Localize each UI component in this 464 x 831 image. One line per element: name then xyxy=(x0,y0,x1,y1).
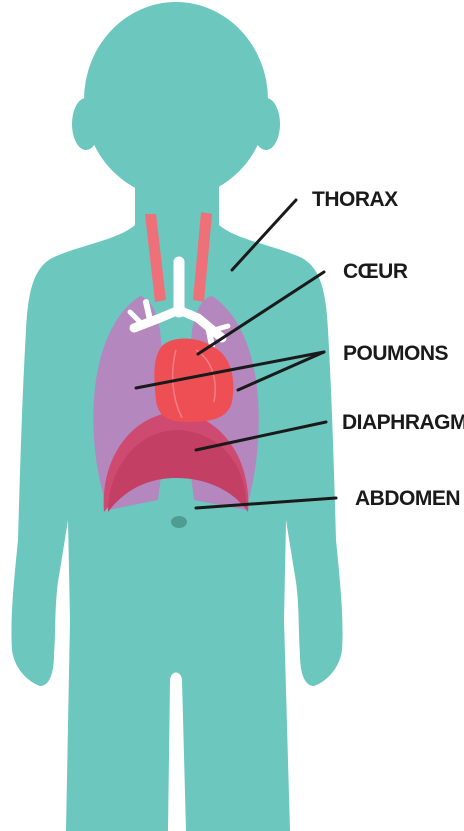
navel xyxy=(171,516,187,528)
labels: THORAX CŒUR POUMONS DIAPHRAGME ABDOMEN xyxy=(312,188,464,510)
coeur-label: CŒUR xyxy=(343,260,408,283)
right-ear xyxy=(252,98,280,150)
right-bronchus-branch xyxy=(208,326,212,346)
head xyxy=(84,2,268,198)
thorax-label: THORAX xyxy=(312,188,398,211)
left-ear xyxy=(72,98,100,150)
abdomen-label: ABDOMEN xyxy=(355,487,460,510)
diaphragme-label: DIAPHRAGME xyxy=(342,411,464,434)
poumons-label: POUMONS xyxy=(343,342,449,365)
left-bronchus-branch xyxy=(146,302,150,320)
